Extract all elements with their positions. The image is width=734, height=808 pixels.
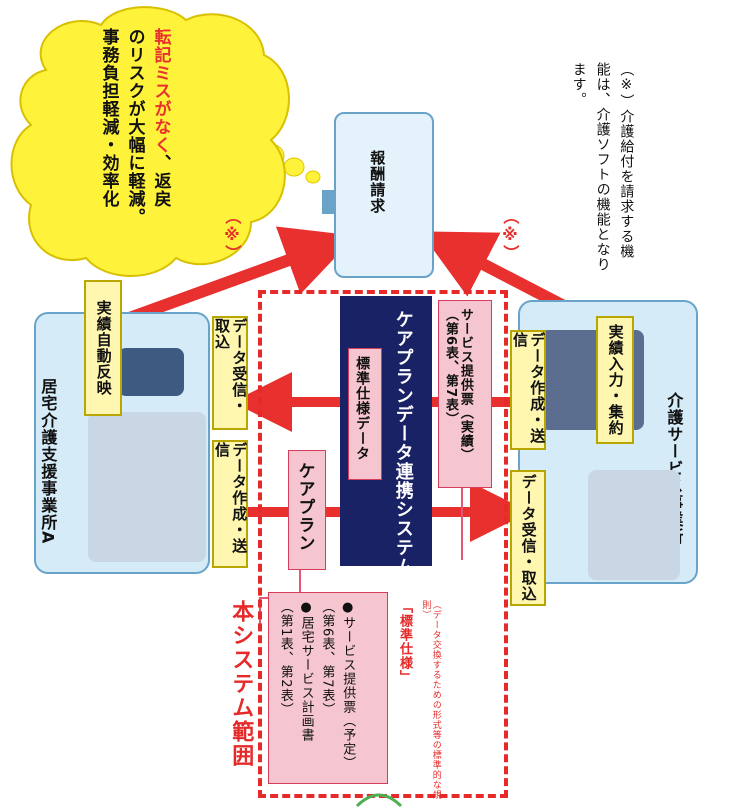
billing-monitor [334, 112, 434, 278]
spec-box [348, 348, 382, 480]
caregiver-photo-a [88, 412, 206, 562]
careplan-box [288, 450, 326, 570]
system-spec: 標準仕様データ [354, 356, 371, 461]
chevron-down-icon [355, 793, 403, 808]
asterisk-mark-a: （※） [222, 208, 242, 262]
cloud-line-3: 事務負担軽減・効率化 [98, 28, 119, 208]
standard-note: （データ交換するための形式等の標準的な規則） [420, 600, 441, 800]
asterisk-footnote: （※）介護給付を請求する機能は、介護ソフトの機能となります。 [570, 62, 635, 272]
cloud-dot-3 [305, 170, 321, 184]
office-b-receive: データ受信・取込 [510, 470, 546, 606]
asterisk-mark-b: （※） [500, 208, 520, 262]
cloud-line-2: のリスクが大幅に軽減。 [124, 28, 145, 226]
billing-label: 報酬請求 [368, 150, 387, 214]
office-b-input-total: 実績入力・集約 [596, 316, 634, 444]
caregiver-photo-b [588, 470, 680, 580]
office-b-create-send: データ作成・送信 [510, 330, 546, 450]
service-record-label: サービス提供票（実績） （第6表、第7表） [442, 308, 473, 462]
billing-monitor-stand [322, 190, 336, 214]
cloud-line-1: 転記ミスがなく、返戻 [150, 28, 171, 288]
thought-cloud [10, 6, 290, 277]
scope-items: ●サービス提供票（予定） （第6表、第7表） ●居宅サービス計画書 （第1表、第… [277, 600, 356, 770]
office-a-receive: データ受信・取込 [212, 316, 248, 430]
office-a-create-send: データ作成・送信 [212, 440, 248, 568]
office-a-title: 居宅介護支援事業所A [38, 378, 58, 545]
laptop-image [118, 348, 184, 396]
cloud-emphasis: 転記ミスがなく [150, 28, 171, 154]
system-name: ケアプランデータ連携システム [392, 310, 414, 576]
standard-title: 「標準仕様」 [396, 600, 412, 684]
scope-title: 本システム範囲 [228, 600, 254, 768]
scope-items-box [268, 592, 388, 784]
office-a-auto-reflect: 実績自動反映 [84, 280, 122, 416]
cloud-line1-rest: 、返戻 [150, 154, 171, 208]
careplan-label: ケアプラン [294, 462, 315, 552]
service-record-box [438, 300, 492, 488]
